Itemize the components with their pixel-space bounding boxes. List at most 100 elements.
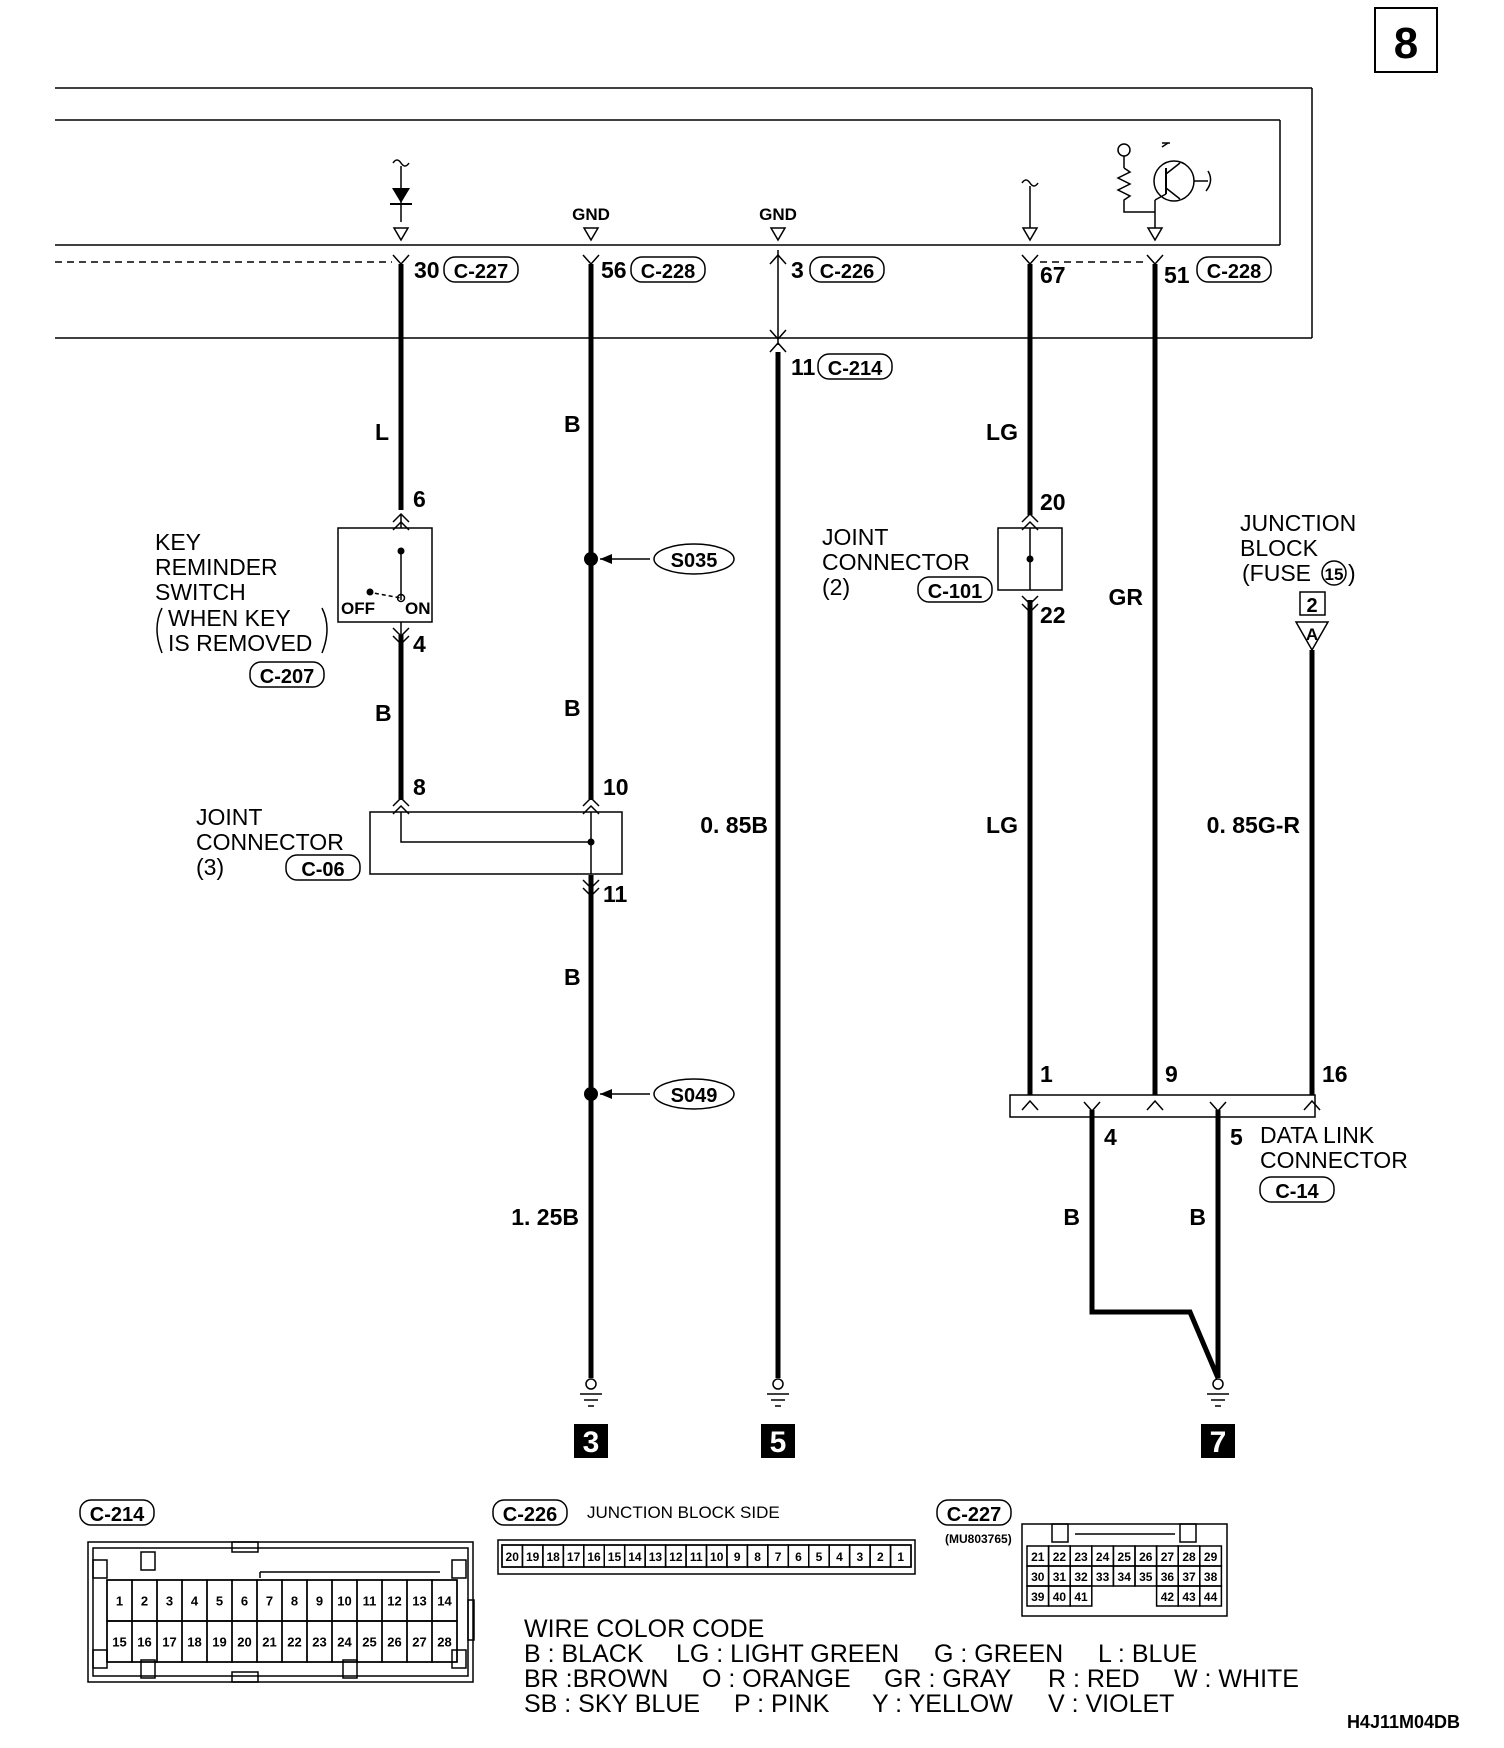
- switch-off-label: OFF: [341, 599, 375, 618]
- terminal-number: 27: [1161, 1550, 1175, 1564]
- terminal-number: 42: [1161, 1590, 1175, 1604]
- wire-label: 0. 85B: [700, 812, 768, 838]
- jc2-pin-top: 20: [1040, 489, 1066, 515]
- terminal-cell: [889, 1544, 912, 1568]
- diode-symbol: [390, 159, 412, 242]
- wire-label: 0. 85G-R: [1207, 812, 1301, 838]
- terminal-number: 24: [1096, 1550, 1110, 1564]
- data-link-connector: 1 9 16 4 5 DATA LINK CONNECTOR C-14: [1009, 1061, 1408, 1203]
- c227-tag: C-227: [947, 1504, 1001, 1526]
- terminal-number: 35: [1139, 1570, 1153, 1584]
- terminal-number: 32: [1074, 1570, 1088, 1584]
- terminal-cell: [431, 1620, 458, 1663]
- terminal-number: 20: [506, 1550, 520, 1564]
- switch-note-line2: IS REMOVED: [168, 630, 312, 656]
- switch-name-line1: KEY: [155, 529, 201, 555]
- connector-tag: C-214: [828, 358, 883, 380]
- terminal-number: 38: [1204, 1570, 1218, 1584]
- terminal-number: 1: [116, 1594, 123, 1609]
- ecu-outline: [55, 87, 1313, 339]
- jb-line3-start: (FUSE: [1242, 560, 1311, 586]
- legend-entry: SB : SKY BLUE: [524, 1690, 700, 1718]
- page-number: 8: [1394, 19, 1418, 68]
- terminal-number: 21: [262, 1635, 276, 1650]
- terminal-number: 43: [1182, 1590, 1196, 1604]
- transistor-symbol: [1116, 142, 1212, 242]
- gnd-label-1: GND: [572, 205, 610, 224]
- switch-pin-top: 6: [413, 486, 426, 512]
- dlc-line1: DATA LINK: [1260, 1122, 1375, 1148]
- signal-terminal-67: [1021, 179, 1039, 242]
- splice-s035: S035: [584, 543, 735, 575]
- terminal-number: 15: [112, 1635, 126, 1650]
- wire-label: L: [375, 419, 389, 445]
- terminal-number: 17: [162, 1635, 176, 1650]
- wire-label: 1. 25B: [511, 1204, 579, 1230]
- jc2-line1: JOINT: [822, 524, 888, 550]
- legend-title: WIRE COLOR CODE: [524, 1615, 764, 1643]
- terminal-number: 29: [1204, 1550, 1218, 1564]
- terminal-number: 37: [1182, 1570, 1196, 1584]
- wire-label: B: [564, 411, 581, 437]
- pin-11-c214: 11 C-214: [791, 353, 893, 380]
- wire-label: LG: [986, 812, 1018, 838]
- wire-label: GR: [1109, 584, 1144, 610]
- jc3-line3: (3): [196, 854, 224, 880]
- terminal-number: 31: [1053, 1570, 1067, 1584]
- dlc-line2: CONNECTOR: [1260, 1147, 1408, 1173]
- legend-entry: LG : LIGHT GREEN: [676, 1640, 899, 1668]
- terminal-number: 28: [437, 1635, 451, 1650]
- jc3-line2: CONNECTOR: [196, 829, 344, 855]
- terminal-number: 4: [836, 1550, 843, 1564]
- terminal-number: 13: [649, 1550, 663, 1564]
- connector-tag: C-228: [1207, 261, 1261, 283]
- ecu-pin-51: 51 C-228: [1164, 256, 1272, 288]
- terminal-number: 21: [1031, 1550, 1045, 1564]
- terminal-number: 19: [212, 1635, 226, 1650]
- terminal-number: 36: [1161, 1570, 1175, 1584]
- terminal-number: 8: [754, 1550, 761, 1564]
- terminal-number: 30: [1031, 1570, 1045, 1584]
- pin-number: 51: [1164, 262, 1190, 288]
- terminal-number: 5: [816, 1550, 823, 1564]
- wire-label: B: [564, 695, 581, 721]
- terminal-number: 44: [1204, 1590, 1218, 1604]
- legend-entry: O : ORANGE: [702, 1665, 851, 1693]
- legend-entry: L : BLUE: [1098, 1640, 1197, 1668]
- splice-label: S035: [671, 550, 718, 572]
- pin-number: 11: [791, 354, 816, 380]
- terminal-number: 27: [412, 1635, 426, 1650]
- terminal-number: 6: [795, 1550, 802, 1564]
- connector-tag: C-226: [820, 261, 874, 283]
- legend-entry: BR :BROWN: [524, 1665, 668, 1693]
- ground-number: 5: [770, 1426, 787, 1459]
- terminal-number: 10: [710, 1550, 724, 1564]
- terminal-number: 23: [1074, 1550, 1088, 1564]
- terminal-cell: [1069, 1585, 1093, 1607]
- legend-entry: W : WHITE: [1174, 1665, 1299, 1693]
- jc2-line2: CONNECTOR: [822, 549, 970, 575]
- terminal-number: 12: [669, 1550, 683, 1564]
- legend-entry: Y : YELLOW: [872, 1690, 1013, 1718]
- ground-7: 7: [1201, 1378, 1235, 1459]
- terminal-number: 14: [437, 1594, 452, 1609]
- wires: [398, 264, 1315, 1379]
- dlc-pin-9: 9: [1165, 1061, 1178, 1087]
- jb-line3-end: ): [1348, 560, 1356, 586]
- jc3-pin-a: 8: [413, 774, 426, 800]
- legend-entry: B : BLACK: [524, 1640, 644, 1668]
- terminal-number: 22: [287, 1635, 301, 1650]
- connector-tag: C-227: [454, 261, 508, 283]
- terminal-number: 8: [291, 1594, 298, 1609]
- wire-label: B: [1189, 1204, 1206, 1230]
- splice-s049: S049: [584, 1078, 735, 1110]
- ecu-pin-3: 3 C-226: [791, 256, 885, 283]
- ground-number: 3: [583, 1426, 600, 1459]
- switch-connector-tag: C-207: [260, 666, 314, 688]
- terminal-number: 34: [1118, 1570, 1132, 1584]
- legend-entry: R : RED: [1048, 1665, 1140, 1693]
- switch-note-line1: WHEN KEY: [168, 605, 291, 631]
- c226-side-label: JUNCTION BLOCK SIDE: [587, 1503, 780, 1522]
